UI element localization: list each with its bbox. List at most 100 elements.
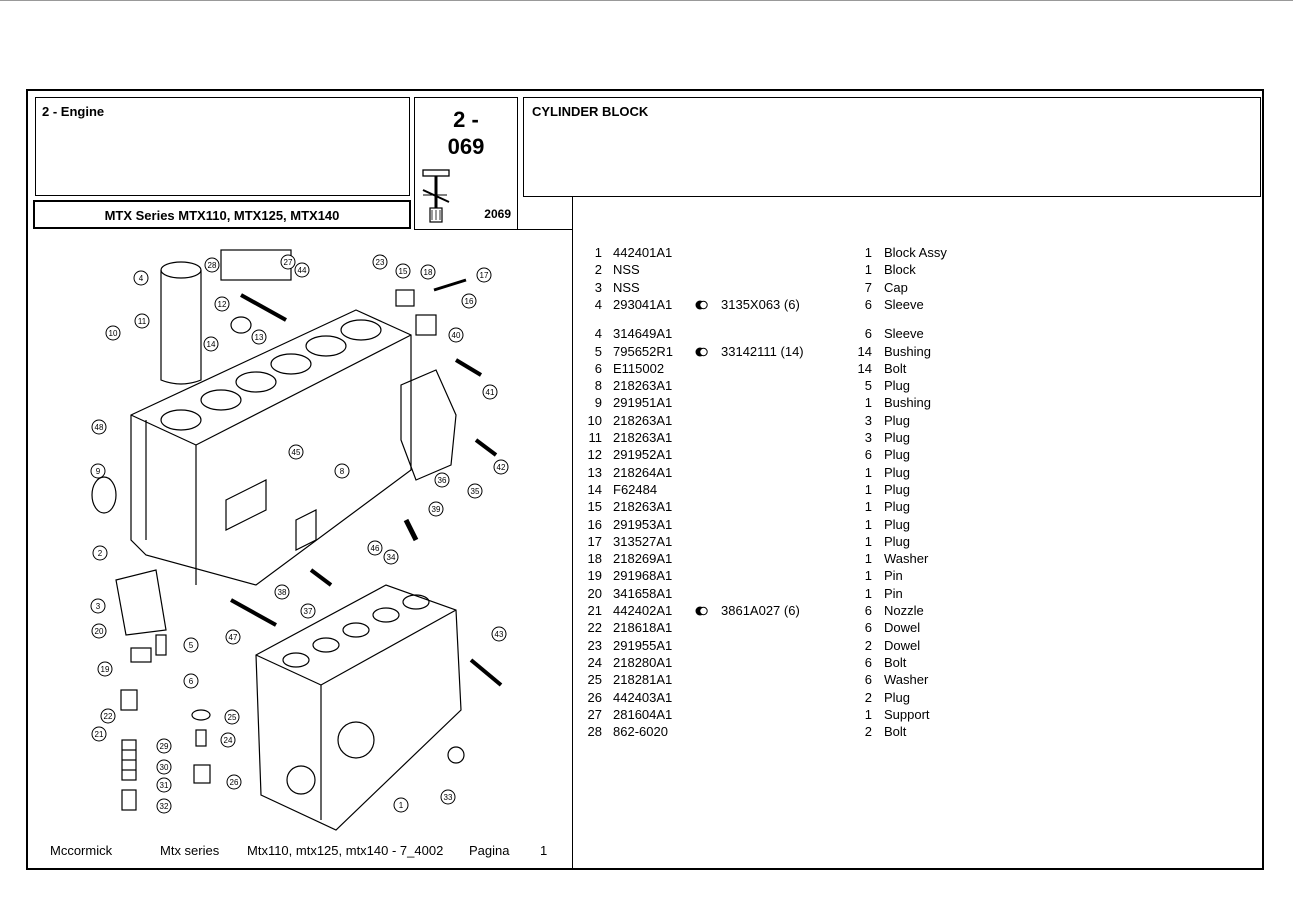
svg-text:19: 19 (101, 665, 110, 674)
callout-40: 40 (448, 327, 464, 343)
callout-16: 16 (461, 293, 477, 309)
part-number: 218281A1 (613, 672, 673, 687)
callout-23: 23 (372, 254, 388, 270)
svg-text:18: 18 (424, 268, 433, 277)
part-number: 341658A1 (613, 586, 673, 601)
quantity: 1 (864, 395, 872, 410)
callout-46: 46 (367, 540, 383, 556)
svg-text:48: 48 (95, 423, 104, 432)
description: Washer (884, 551, 929, 566)
item-number: 23 (587, 638, 602, 653)
item-number: 4 (594, 297, 602, 312)
svg-text:11: 11 (138, 317, 147, 326)
description: Plug (884, 447, 911, 462)
item-number: 21 (587, 603, 602, 618)
svg-text:26: 26 (230, 778, 239, 787)
svg-text:35: 35 (471, 487, 480, 496)
description: Plug (884, 465, 911, 480)
callout-41: 41 (482, 384, 498, 400)
item-number: 8 (594, 378, 602, 393)
description: Block Assy (884, 245, 947, 260)
description: Plug (884, 430, 911, 445)
part-number: E115002 (613, 361, 665, 376)
callout-4: 4 (133, 270, 149, 286)
svg-text:15: 15 (399, 267, 408, 276)
callout-18: 18 (420, 264, 436, 280)
item-number: 15 (587, 499, 602, 514)
section-box: 2 - Engine (35, 97, 410, 196)
description: Cap (884, 280, 908, 295)
svg-text:41: 41 (486, 388, 495, 397)
svg-text:10: 10 (109, 329, 118, 338)
svg-text:46: 46 (371, 544, 380, 553)
callout-5: 5 (183, 637, 199, 653)
callout-27: 27 (280, 254, 296, 270)
item-number: 11 (588, 430, 603, 445)
svg-text:13: 13 (255, 333, 264, 342)
item-number: 6 (594, 361, 602, 376)
svg-text:36: 36 (438, 476, 447, 485)
svg-text:16: 16 (465, 297, 474, 306)
header-divider (518, 229, 572, 230)
section-title: 2 - Engine (42, 104, 105, 119)
part-number: 862-6020 (613, 724, 668, 739)
description: Support (884, 707, 930, 722)
item-number: 4 (594, 326, 602, 341)
item-number: 25 (587, 672, 602, 687)
page-code-line1: 2 - (453, 107, 479, 132)
item-number: 27 (587, 707, 602, 722)
description: Plug (884, 413, 911, 428)
description: Plug (884, 690, 911, 705)
description: Sleeve (884, 297, 924, 312)
item-number: 22 (587, 620, 602, 635)
quantity: 6 (864, 672, 872, 687)
item-number: 1 (594, 245, 602, 260)
callout-32: 32 (156, 798, 172, 814)
svg-text:44: 44 (298, 266, 307, 275)
quantity: 1 (864, 568, 872, 583)
part-number: 218280A1 (613, 655, 673, 670)
callout-14: 14 (203, 336, 219, 352)
callout-8: 8 (334, 463, 350, 479)
svg-text:47: 47 (229, 633, 238, 642)
quantity: 6 (864, 297, 872, 312)
svg-text:6: 6 (189, 677, 194, 686)
item-number: 17 (587, 534, 602, 549)
item-number: 5 (594, 344, 602, 359)
part-number: 218263A1 (613, 499, 673, 514)
part-number: 291952A1 (613, 447, 673, 462)
ref-number: 2069 (484, 207, 511, 221)
callout-34: 34 (383, 549, 399, 565)
svg-text:3: 3 (96, 602, 101, 611)
callout-26: 26 (226, 774, 242, 790)
part-number: NSS (613, 262, 640, 277)
callout-25: 25 (224, 709, 240, 725)
quantity: 14 (857, 361, 872, 376)
description: Plug (884, 378, 911, 393)
item-number: 9 (594, 395, 602, 410)
item-number: 26 (587, 690, 602, 705)
svg-text:9: 9 (96, 467, 101, 476)
description: Bushing (884, 344, 931, 359)
part-number: 218618A1 (613, 620, 673, 635)
callout-47: 47 (225, 629, 241, 645)
callout-13: 13 (251, 329, 267, 345)
quantity: 1 (864, 707, 872, 722)
item-number: 24 (587, 655, 602, 670)
footer-page-label: Pagina (469, 843, 510, 858)
quantity: 1 (864, 517, 872, 532)
svg-text:42: 42 (497, 463, 506, 472)
callout-10: 10 (105, 325, 121, 341)
